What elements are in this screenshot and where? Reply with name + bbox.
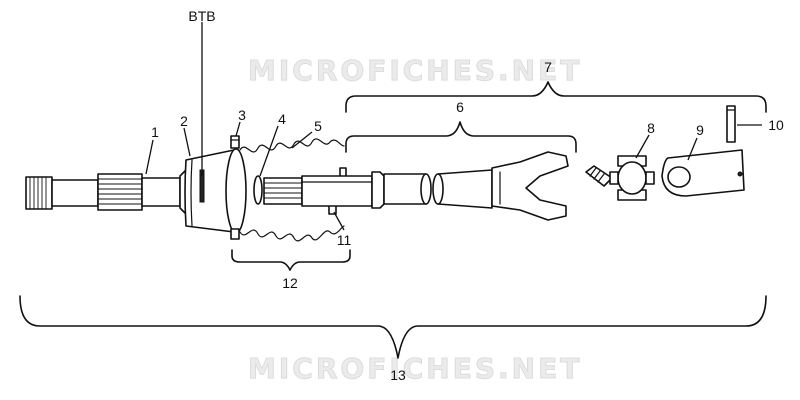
- label-part-4: 4: [278, 111, 286, 127]
- part-5-boot: [239, 138, 345, 242]
- label-part-6: 6: [456, 99, 464, 115]
- part-1-splined-shaft: [25, 169, 187, 215]
- watermark-top: MICROFICHES.NET: [248, 54, 582, 87]
- part-3-bolt: [230, 135, 240, 149]
- label-part-2: 2: [180, 113, 188, 129]
- label-part-11: 11: [337, 232, 352, 248]
- part-9-flange-yoke: [661, 149, 745, 197]
- label-part-5: 5: [314, 118, 322, 134]
- part-4-ring: [253, 175, 263, 205]
- part-8-u-joint: [585, 155, 655, 201]
- label-part-1: 1: [151, 124, 159, 140]
- bracket-6: [345, 121, 577, 153]
- label-part-3: 3: [238, 107, 246, 123]
- inner-shaft: [263, 171, 385, 209]
- label-part-10: 10: [768, 117, 784, 133]
- bracket-7: [345, 81, 767, 113]
- label-part-9: 9: [696, 122, 704, 138]
- part-6-driveshaft-yoke: [383, 151, 569, 221]
- leader-lines: [145, 22, 762, 231]
- part-10-pin: [726, 105, 736, 143]
- bracket-13: [19, 295, 767, 359]
- housing-bottom-bolt: [230, 228, 240, 240]
- label-part-7: 7: [544, 59, 552, 75]
- watermark-bottom: MICROFICHES.NET: [248, 352, 582, 385]
- part-2-cv-housing: [184, 148, 247, 234]
- label-btb: BTB: [188, 8, 215, 24]
- bracket-12: [231, 249, 351, 271]
- label-part-12: 12: [282, 275, 298, 291]
- label-part-13: 13: [390, 367, 406, 383]
- label-part-8: 8: [647, 120, 655, 136]
